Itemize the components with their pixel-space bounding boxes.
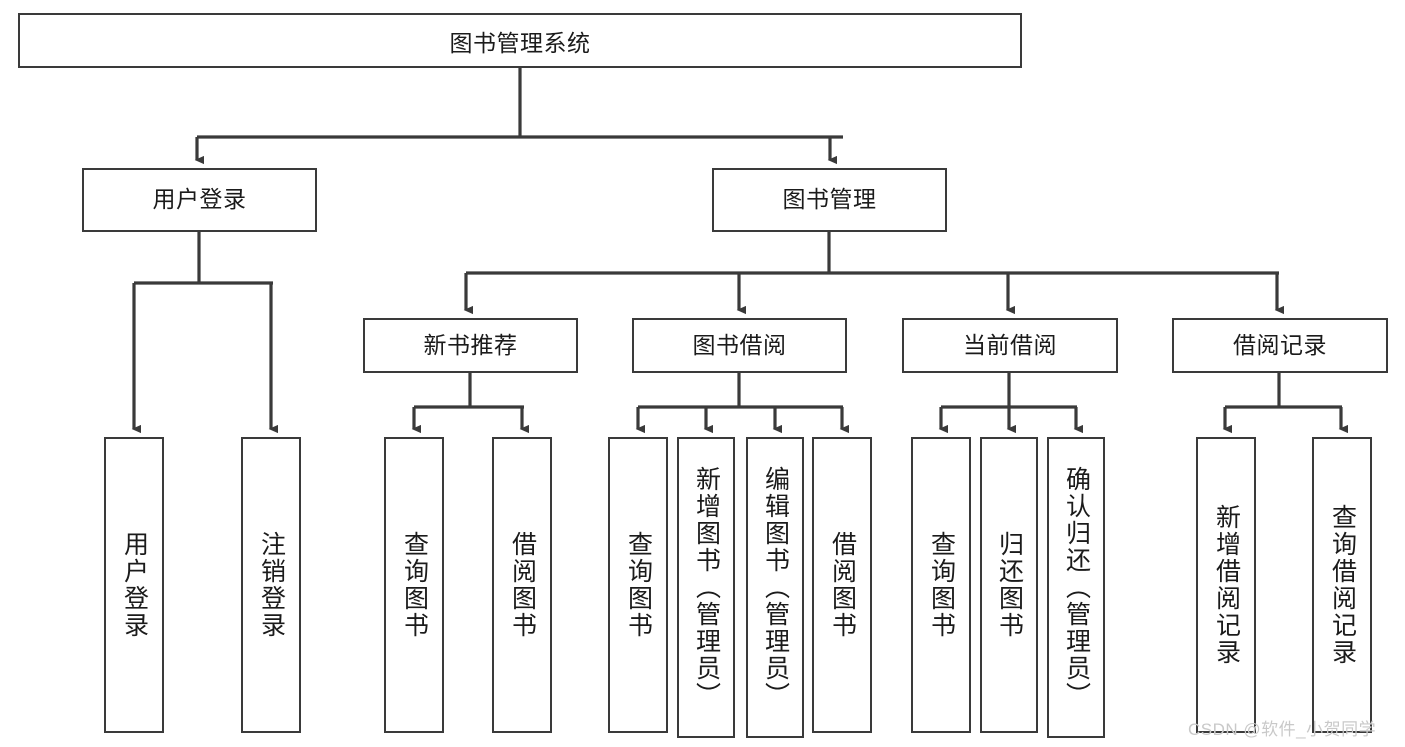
node-current-borrow[interactable]: 当前借阅 bbox=[902, 318, 1118, 373]
leaf-current-borrow-return[interactable]: 归还图书 bbox=[980, 437, 1038, 733]
node-label: 用户登录 bbox=[120, 531, 149, 639]
leaf-new-book-query[interactable]: 查询图书 bbox=[384, 437, 444, 733]
leaf-user-login-login[interactable]: 用户登录 bbox=[104, 437, 164, 733]
node-label: 借阅图书 bbox=[828, 531, 857, 639]
leaf-borrow-record-add[interactable]: 新增借阅记录 bbox=[1196, 437, 1256, 733]
node-label: 编辑图书（管理员） bbox=[761, 466, 790, 709]
leaf-borrow-record-query[interactable]: 查询借阅记录 bbox=[1312, 437, 1372, 733]
node-label: 新增图书（管理员） bbox=[692, 466, 721, 709]
node-label: 借阅记录 bbox=[1233, 331, 1327, 358]
leaf-book-borrow-add[interactable]: 新增图书（管理员） bbox=[677, 437, 735, 738]
node-root-system[interactable]: 图书管理系统 bbox=[18, 13, 1022, 68]
leaf-book-borrow-edit[interactable]: 编辑图书（管理员） bbox=[746, 437, 804, 738]
node-label: 归还图书 bbox=[995, 531, 1024, 639]
node-label: 用户登录 bbox=[152, 186, 247, 213]
leaf-current-borrow-query[interactable]: 查询图书 bbox=[911, 437, 971, 733]
watermark-csdn: CSDN @软件_小贺同学 bbox=[1188, 720, 1377, 739]
node-label: 当前借阅 bbox=[963, 331, 1057, 358]
node-book-management[interactable]: 图书管理 bbox=[712, 168, 947, 232]
leaf-user-login-logout[interactable]: 注销登录 bbox=[241, 437, 301, 733]
node-label: 查询借阅记录 bbox=[1328, 504, 1357, 666]
node-label: 新增借阅记录 bbox=[1212, 504, 1241, 666]
node-user-login[interactable]: 用户登录 bbox=[82, 168, 317, 232]
node-label: 借阅图书 bbox=[508, 531, 537, 639]
node-borrow-record[interactable]: 借阅记录 bbox=[1172, 318, 1388, 373]
leaf-book-borrow-borrow[interactable]: 借阅图书 bbox=[812, 437, 872, 733]
leaf-new-book-borrow[interactable]: 借阅图书 bbox=[492, 437, 552, 733]
node-new-book-recommend[interactable]: 新书推荐 bbox=[363, 318, 578, 373]
node-label: 查询图书 bbox=[400, 531, 429, 639]
node-label: 图书管理 bbox=[782, 186, 877, 213]
leaf-current-borrow-confirm[interactable]: 确认归还（管理员） bbox=[1047, 437, 1105, 738]
node-label: 新书推荐 bbox=[423, 331, 518, 358]
node-label: 查询图书 bbox=[927, 531, 956, 639]
leaf-book-borrow-query[interactable]: 查询图书 bbox=[608, 437, 668, 733]
node-label: 查询图书 bbox=[624, 531, 653, 639]
node-label: 图书管理系统 bbox=[449, 29, 591, 56]
node-label: 确认归还（管理员） bbox=[1062, 466, 1091, 709]
node-label: 图书借阅 bbox=[692, 331, 787, 358]
node-book-borrow[interactable]: 图书借阅 bbox=[632, 318, 847, 373]
node-label: 注销登录 bbox=[257, 531, 286, 639]
